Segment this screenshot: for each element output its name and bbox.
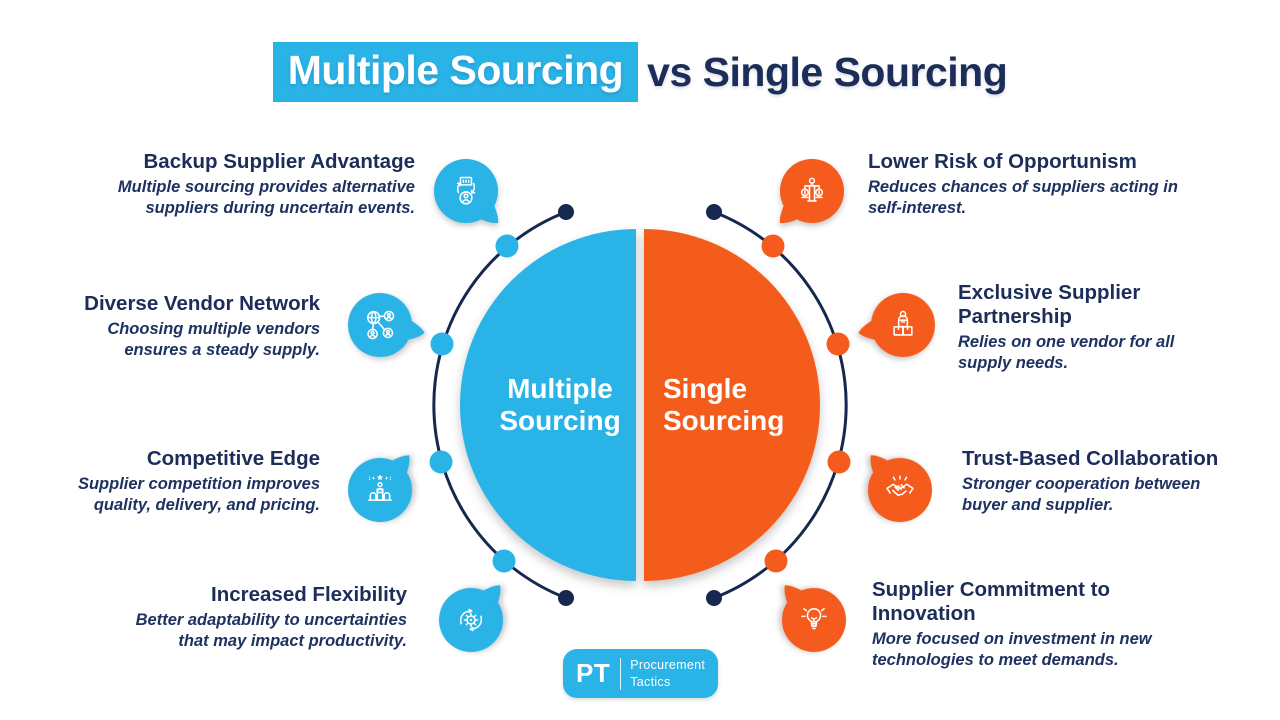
opportunism-risk-icon	[800, 177, 824, 202]
item-description: Reduces chances of suppliers acting in s…	[868, 178, 1178, 217]
bubble-supplier-innovation	[778, 584, 850, 656]
benefit-item-lower-risk-opportunism: Lower Risk of Opportunism Reduces chance…	[868, 150, 1188, 219]
orbit-dot-orange	[761, 234, 785, 258]
backup-supplier-icon	[456, 176, 476, 205]
benefit-item-competitive-edge: Competitive Edge Supplier competition im…	[70, 447, 320, 516]
item-title: Competitive Edge	[146, 447, 320, 470]
bubble-backup-supplier	[430, 155, 502, 227]
speech-bubble-shape	[348, 455, 412, 522]
item-title: Increased Flexibility	[211, 583, 407, 606]
innovation-icon	[801, 608, 827, 630]
bubble-trust-collaboration	[864, 454, 936, 526]
orbit-dot-cyan	[495, 234, 519, 258]
benefit-item-exclusive-partnership: Exclusive Supplier Partnership Relies on…	[958, 281, 1226, 374]
orbit-dot-orange	[827, 450, 851, 474]
benefit-item-diverse-vendor-network: Diverse Vendor Network Choosing multiple…	[55, 292, 320, 361]
logo-name-line2: Tactics	[630, 674, 671, 689]
logo-initials: PT	[576, 658, 611, 688]
item-title: Lower Risk of Opportunism	[868, 150, 1137, 173]
item-description: Stronger cooperation between buyer and s…	[962, 475, 1201, 514]
page-title: Multiple Sourcing vs Single Sourcing	[0, 42, 1280, 102]
competitive-edge-icon	[368, 474, 392, 501]
wheel-label-multiple-sourcing: Multiple Sourcing	[499, 373, 621, 436]
logo-name: Procurement Tactics	[630, 657, 705, 690]
orbit-dot-orange	[826, 332, 850, 356]
orbit-dot-navy	[706, 590, 722, 606]
item-description: Multiple sourcing provides alternative s…	[117, 178, 415, 217]
orbit-dot-navy	[558, 590, 574, 606]
item-title: Trust-Based Collaboration	[962, 447, 1219, 470]
bubble-vendor-network	[344, 289, 425, 361]
item-description: Relies on one vendor for all supply need…	[958, 333, 1175, 373]
item-title: Exclusive Supplier Partnership	[958, 281, 1141, 329]
speech-bubble-shape	[858, 293, 935, 357]
benefit-item-increased-flexibility: Increased Flexibility Better adaptabilit…	[115, 583, 407, 652]
benefit-item-backup-supplier: Backup Supplier Advantage Multiple sourc…	[85, 150, 415, 219]
benefit-item-trust-collaboration: Trust-Based Collaboration Stronger coope…	[962, 447, 1224, 516]
procurement-tactics-logo: PT Procurement Tactics	[563, 649, 718, 698]
title-highlighted-text: Multiple Sourcing	[272, 42, 639, 102]
orbit-dot-navy	[558, 204, 574, 220]
title-rest-text: vs Single Sourcing	[647, 48, 1008, 95]
trust-collaboration-icon	[886, 475, 914, 496]
item-description: Supplier competition improves quality, d…	[77, 475, 320, 514]
speech-bubble-shape	[434, 159, 499, 224]
bubble-competitive-edge	[344, 454, 416, 526]
logo-divider	[620, 657, 622, 690]
item-title: Supplier Commitment to Innovation	[872, 578, 1111, 626]
item-description: More focused on investment in new techno…	[872, 630, 1152, 670]
bubble-lower-risk-opportunism	[776, 155, 848, 227]
item-title: Backup Supplier Advantage	[143, 150, 416, 173]
orbit-dot-navy	[706, 204, 722, 220]
orbit-dot-cyan	[429, 450, 453, 474]
pie-half-single-sourcing	[644, 229, 820, 581]
vendor-network-icon	[366, 310, 395, 340]
bubble-increased-flexibility	[435, 584, 507, 656]
orbit-dot-orange	[764, 549, 788, 573]
wheel-label-single-sourcing: Single Sourcing	[663, 373, 785, 436]
exclusive-partnership-icon	[893, 310, 913, 336]
pie-half-multiple-sourcing	[460, 229, 636, 581]
item-description: Choosing multiple vendors ensures a stea…	[107, 320, 320, 359]
item-description: Better adaptability to uncertainties tha…	[135, 611, 407, 650]
flexibility-icon	[459, 608, 483, 632]
logo-name-line1: Procurement	[630, 658, 706, 673]
item-title: Diverse Vendor Network	[84, 292, 320, 315]
orbit-dot-cyan	[430, 332, 454, 356]
speech-bubble-shape	[779, 159, 844, 224]
orbit-dot-cyan	[492, 549, 516, 573]
bubble-exclusive-partnership	[858, 289, 939, 361]
speech-bubble-shape	[868, 455, 932, 522]
benefit-item-supplier-innovation: Supplier Commitment to Innovation More f…	[872, 578, 1172, 671]
